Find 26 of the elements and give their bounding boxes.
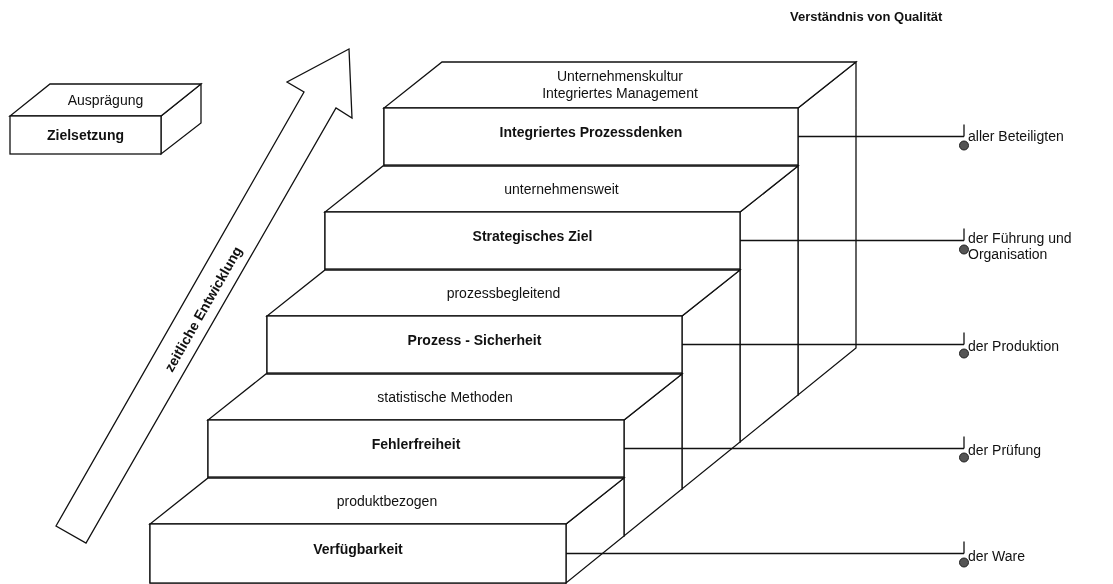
goal-label: Verfügbarkeit (313, 541, 403, 558)
level-label: produktbezogen (336, 492, 438, 510)
goal-label: Zielsetzung (47, 126, 124, 144)
level-label: Unternehmenskultur (556, 68, 684, 85)
quality-label: der Ware (964, 548, 1104, 564)
level-label: unternehmensweit (504, 180, 619, 198)
goal-label: Fehlerfreiheit (371, 436, 461, 453)
step-front-face (325, 212, 740, 269)
quality-label: der Führung und Organisation (964, 230, 1086, 262)
step-top-face (267, 270, 740, 316)
step-front-face (384, 108, 798, 165)
quality-label: der Prüfung (964, 442, 1104, 458)
step-top-face (384, 62, 856, 108)
goal-label: Prozess - Sicherheit (407, 332, 542, 349)
quality-label: der Produktion (964, 338, 1104, 354)
level-label: prozessbegleitend (446, 284, 561, 302)
goal-front-face (10, 116, 161, 154)
step-top-face (325, 166, 798, 212)
diagram-title: Verständnis von Qualität (790, 9, 943, 24)
goal-label: Integriertes Prozessdenken (499, 124, 683, 141)
goal-label: Strategisches Ziel (472, 228, 593, 245)
level-label: Integriertes Management (542, 85, 698, 102)
level-label: statistische Methoden (377, 388, 513, 406)
level-label: Ausprägung (67, 91, 144, 109)
block-top-face (10, 84, 201, 116)
quality-label: aller Beteiligten (964, 128, 1104, 144)
